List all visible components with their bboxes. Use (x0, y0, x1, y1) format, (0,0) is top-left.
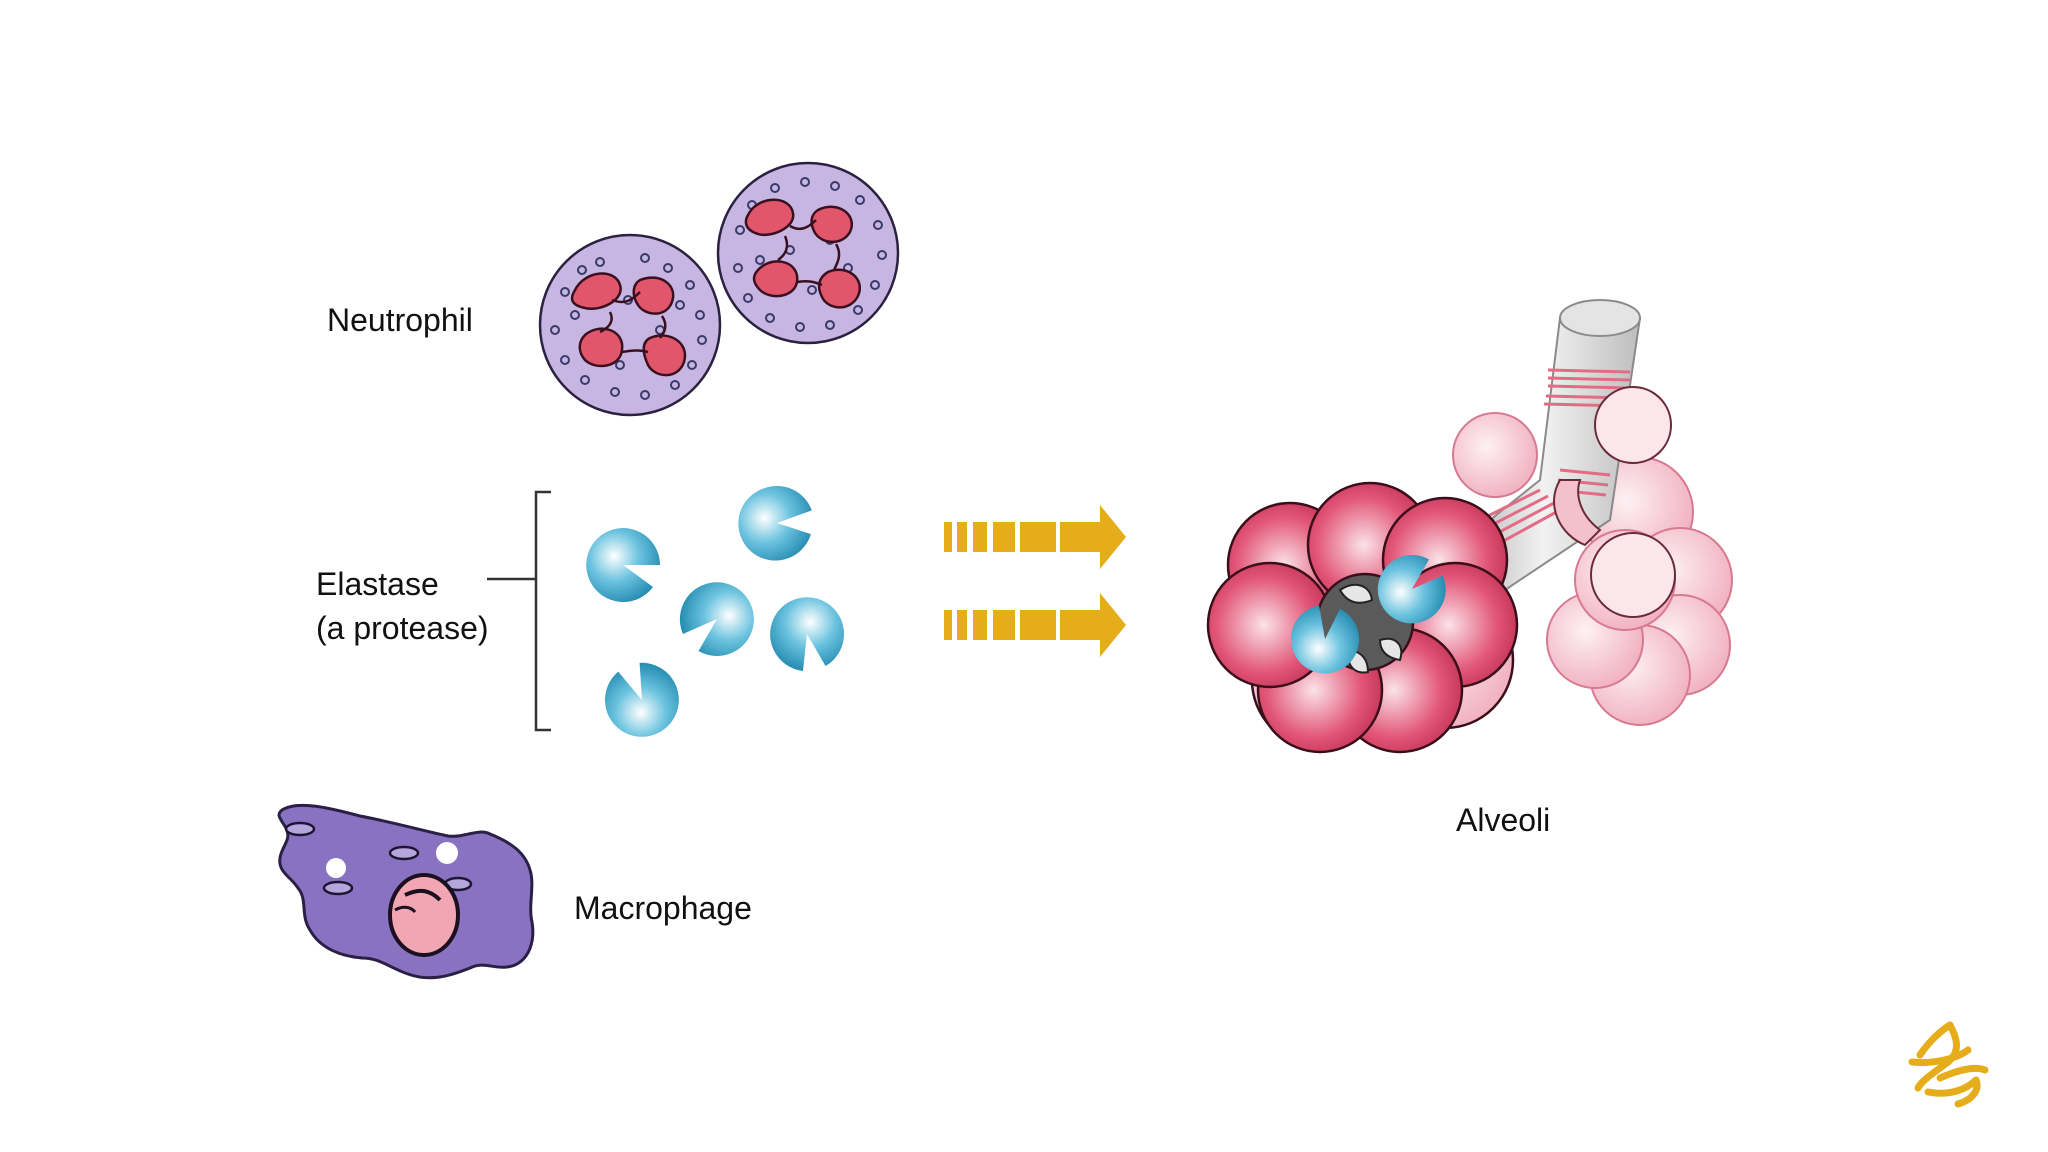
neutrophil-label: Neutrophil (327, 302, 473, 338)
elastase-molecule (1291, 605, 1360, 674)
arrow-right-icon (944, 593, 1126, 657)
elastase-molecule (770, 597, 844, 671)
macrophage-label: Macrophage (574, 890, 752, 926)
alveoli-illustration (1206, 299, 1733, 754)
arrow-right-icon (944, 505, 1126, 569)
alveolar-cluster (1206, 481, 1519, 754)
elastase-molecule (738, 486, 812, 561)
brand-logo-icon (1908, 1021, 1989, 1108)
elastase-bracket (487, 490, 551, 732)
neutrophil-cell-left (538, 233, 722, 417)
elastase-label: Elastase (316, 566, 439, 602)
elastase-molecule (1377, 555, 1446, 624)
elastase-molecule (586, 528, 660, 602)
elastase-molecule (605, 662, 679, 737)
macrophage-cell (277, 803, 535, 980)
elastase-molecule (679, 582, 754, 656)
alveoli-label: Alveoli (1456, 802, 1551, 838)
elastase-sublabel: (a protease) (316, 610, 489, 646)
neutrophil-cell-right (716, 161, 900, 345)
